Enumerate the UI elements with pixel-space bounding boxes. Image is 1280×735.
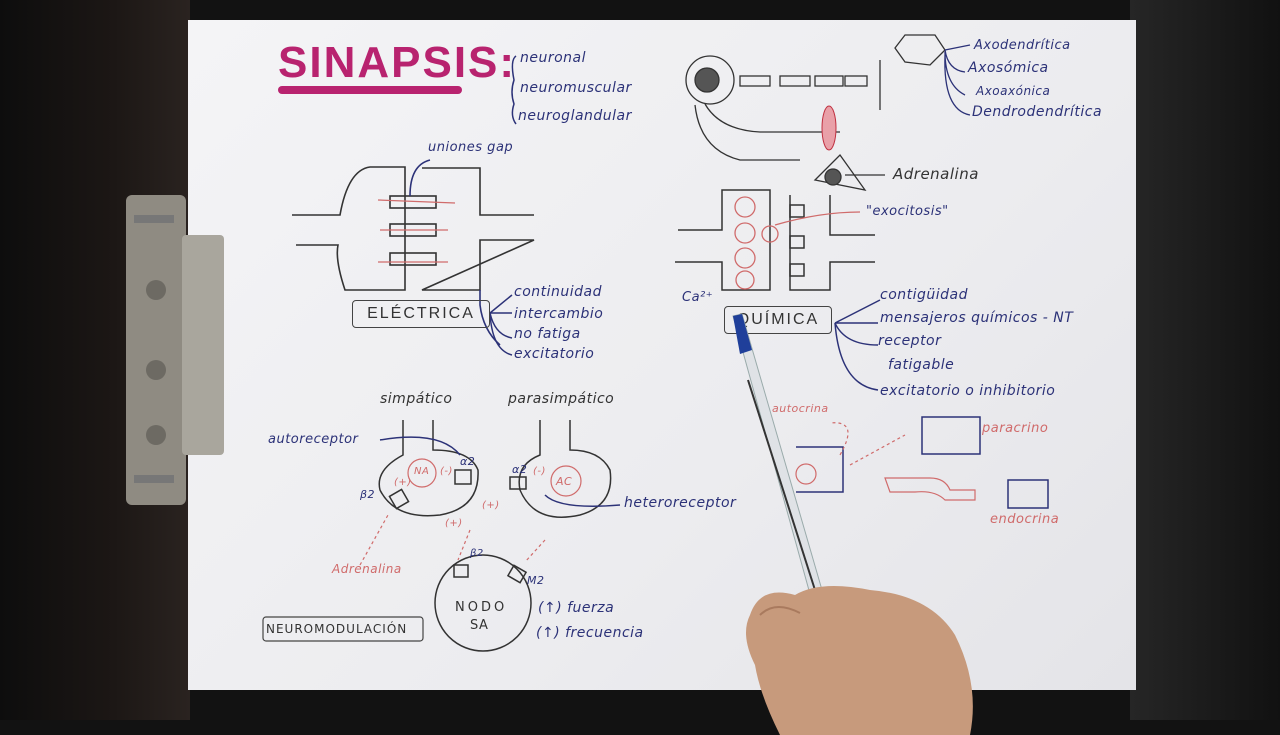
node-label: NODO — [455, 600, 508, 615]
ac-label: AC — [556, 475, 573, 488]
gap-junction-label: uniones gap — [428, 140, 514, 155]
inhibit-right-label: (-) — [533, 466, 546, 477]
autocrine-label: autocrina — [772, 402, 829, 415]
effect-frequency: (↑) frecuencia — [536, 625, 644, 641]
connection-axodendritic: Axodendrítica — [974, 38, 1071, 53]
chemical-feature: excitatorio o inhibitorio — [880, 383, 1056, 399]
neuron-drawing — [685, 34, 946, 191]
electrical-label: ELÉCTRICA — [352, 300, 490, 328]
chemical-feature: fatigable — [888, 357, 955, 373]
effect-force: (↑) fuerza — [538, 600, 615, 616]
chemical-feature: mensajeros químicos - NT — [880, 310, 1074, 326]
electrical-feature: intercambio — [514, 306, 604, 322]
inhibit-left-label: (-) — [440, 466, 453, 477]
signaling-diagram — [796, 416, 1049, 509]
sympathetic-label: simpático — [380, 391, 453, 407]
node-label-sa: SA — [470, 618, 489, 633]
alpha2-left-label: α2 — [460, 455, 476, 468]
chemical-label: QUÍMICA — [724, 306, 832, 334]
neuromodulation-label: NEUROMODULACIÓN — [266, 622, 408, 636]
chemical-feature: receptor — [878, 333, 942, 349]
connection-dendrodendritic: Dendrodendrítica — [972, 104, 1103, 120]
connection-axosomatic: Axosómica — [968, 60, 1049, 76]
autoreceptor-label: autoreceptor — [268, 432, 359, 447]
electrical-synapse — [292, 159, 535, 346]
alpha2-right-label: α2 — [512, 463, 528, 476]
page-title: SINAPSIS: — [278, 38, 517, 87]
plus-beta-label: (+) — [394, 477, 412, 488]
types-brace — [511, 55, 517, 125]
beta2-node-label: β2 — [470, 548, 484, 559]
notes-paper — [188, 20, 1136, 690]
chemical-synapse — [489, 189, 881, 391]
m2-label: M2 — [527, 574, 545, 587]
electrical-feature: continuidad — [514, 284, 603, 300]
desk-right — [1130, 0, 1280, 720]
hand-icon — [746, 586, 973, 735]
diagram-drawings — [262, 34, 1049, 652]
heteroreceptor-label: heteroreceptor — [624, 495, 737, 511]
electrical-feature: excitatorio — [514, 346, 595, 362]
connection-axoaxonic: Axoaxónica — [976, 84, 1051, 98]
adrenaline-nm-label: Adrenalina — [332, 562, 402, 576]
na-label: NA — [414, 466, 430, 477]
chemical-feature: contigüidad — [880, 287, 969, 303]
muscle-fiber-drawing — [821, 105, 837, 151]
type-neuroglandular: neuroglandular — [518, 108, 632, 124]
title-underline — [278, 86, 462, 94]
calcium-label: Ca²⁺ — [682, 290, 714, 305]
type-neuromuscular: neuromuscular — [520, 80, 632, 96]
plus-mid-label: (+) — [482, 500, 500, 511]
pen-icon — [732, 313, 823, 595]
electrical-feature: no fatiga — [514, 326, 581, 342]
neuromodulation-diagram — [378, 420, 621, 652]
exocytosis-label: "exocitosis" — [866, 204, 949, 219]
clipboard-clip — [126, 195, 224, 505]
plus-low-label: (+) — [445, 518, 463, 529]
adrenaline-label: Adrenalina — [893, 165, 979, 183]
parasympathetic-label: parasimpático — [508, 391, 615, 407]
paracrine-label: paracrino — [982, 421, 1049, 436]
endocrine-label: endocrina — [990, 512, 1060, 527]
type-neuronal: neuronal — [520, 50, 587, 66]
beta2-left-label: β2 — [360, 488, 376, 501]
